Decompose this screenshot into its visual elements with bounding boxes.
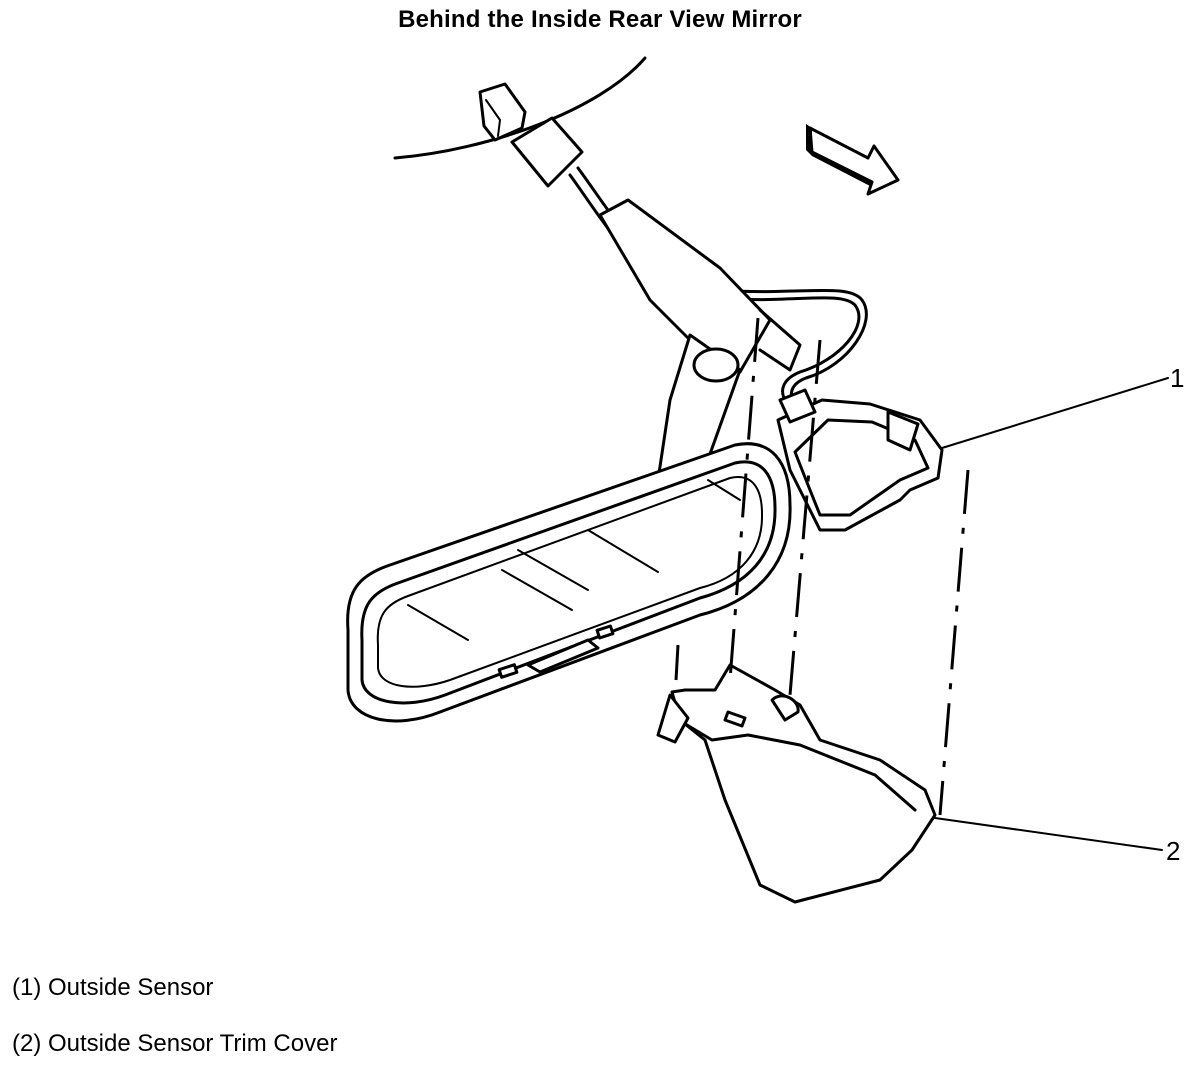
windshield-mount-bracket xyxy=(478,82,584,188)
callout-number-2: 2 xyxy=(1166,836,1181,866)
callout-leader-1 xyxy=(941,377,1169,449)
callout-leader-2 xyxy=(934,817,1163,851)
outside-sensor xyxy=(776,388,944,532)
rear-view-mirror xyxy=(346,442,792,723)
alignment-line xyxy=(728,317,760,681)
legend-item-outside-sensor: (1) Outside Sensor xyxy=(12,974,214,1001)
callout-number-1: 1 xyxy=(1170,363,1185,393)
legend-item-trim-cover: (2) Outside Sensor Trim Cover xyxy=(12,1030,338,1057)
diagram-title: Behind the Inside Rear View Mirror xyxy=(398,6,802,33)
outside-sensor-trim-cover xyxy=(656,663,937,904)
alignment-line xyxy=(788,339,822,696)
alignment-line xyxy=(938,469,970,816)
alignment-line xyxy=(674,644,680,681)
forward-arrow-icon xyxy=(806,124,900,196)
